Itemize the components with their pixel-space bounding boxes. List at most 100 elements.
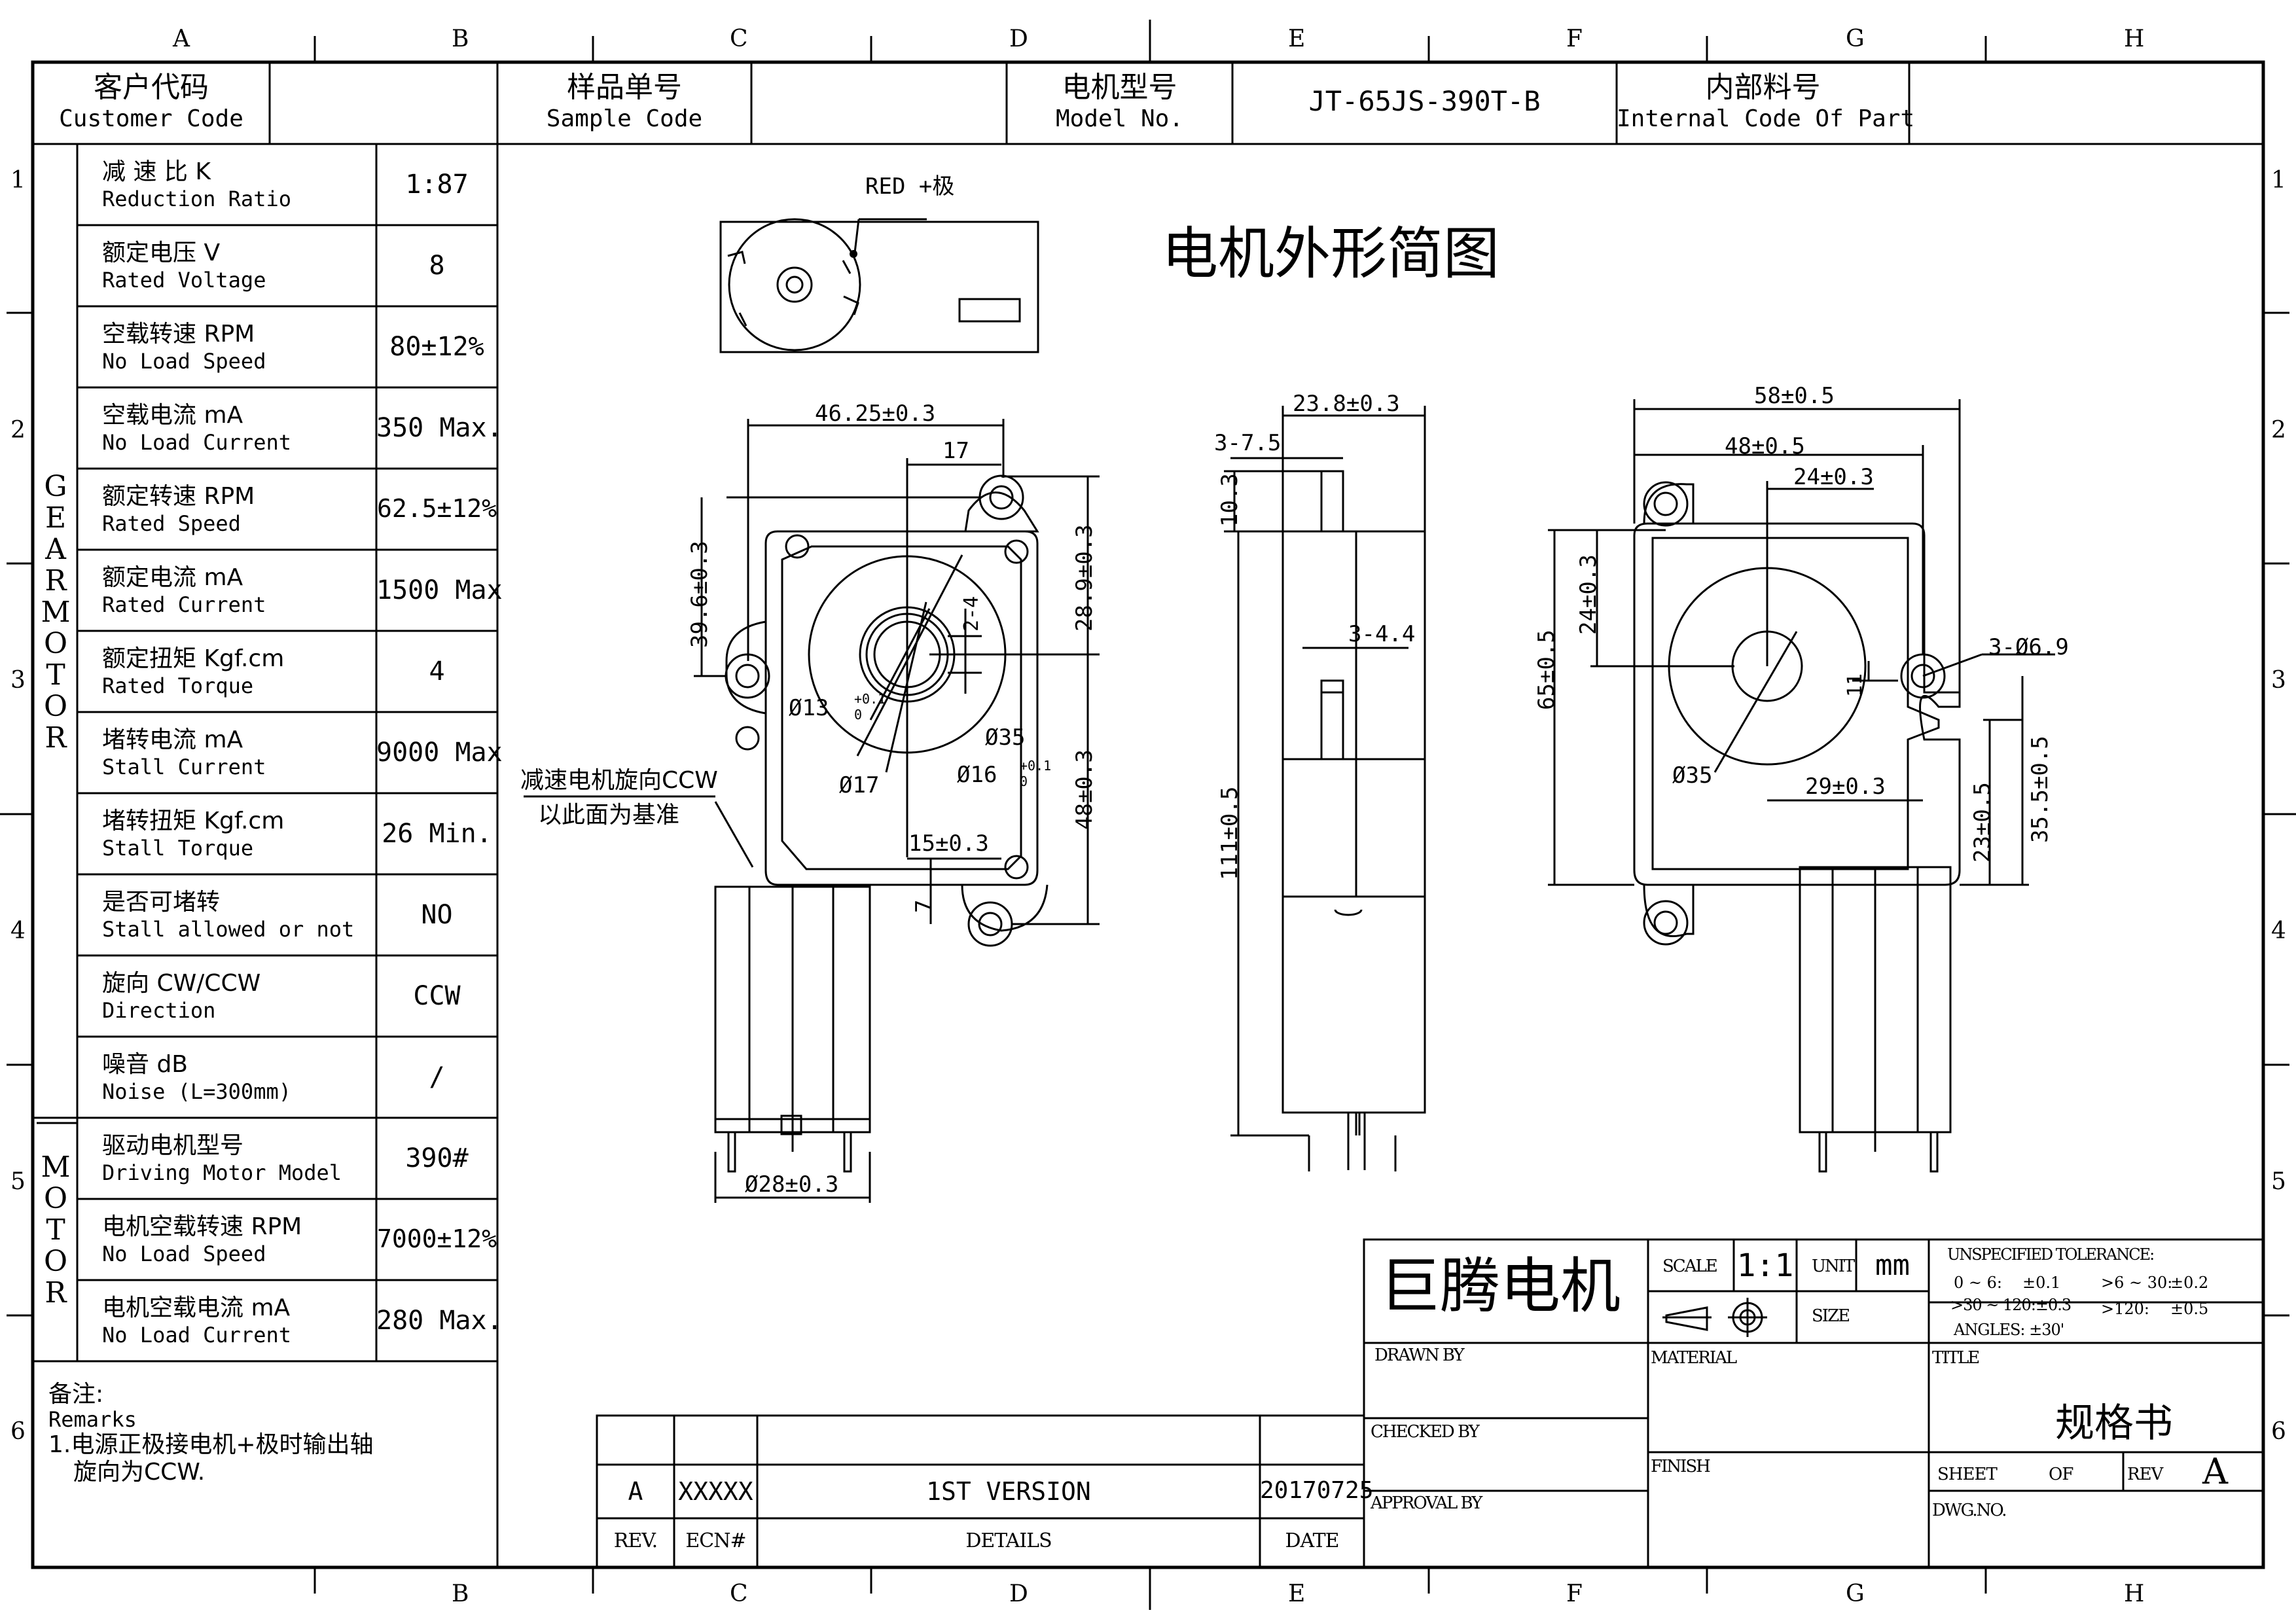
remarks-line-2: 旋向为CCW. bbox=[73, 1459, 206, 1486]
front-dim-upper: 28.9±0.3 bbox=[1071, 524, 1098, 632]
front-dim-lower: 48±0.3 bbox=[1071, 749, 1098, 830]
side-dim-flat: 3-4.4 bbox=[1348, 621, 1416, 647]
side-dim-length: 111±0.5 bbox=[1217, 786, 1243, 880]
tolerance-title: UNSPECIFIED TOLERANCE: bbox=[1947, 1245, 2155, 1264]
spec-value: 26 Min. bbox=[382, 819, 492, 849]
tolerance-angles: ANGLES: ±30' bbox=[1954, 1321, 2064, 1339]
grid-col-h-bottom: H bbox=[2124, 1580, 2145, 1607]
tolerance-value-2: ±0.2 bbox=[2170, 1274, 2209, 1292]
spec-label-en: Rated Torque bbox=[102, 673, 254, 698]
tolerance-range-3: >30 ~ 120:±0.3 bbox=[1950, 1296, 2072, 1314]
internal-code-label-en: Internal Code Of Part bbox=[1617, 105, 1915, 132]
drawing-title: 电机外形简图 bbox=[1162, 221, 1499, 287]
grid-col-d: D bbox=[1009, 26, 1028, 52]
spec-label-cn: 是否可堵转 bbox=[102, 889, 221, 916]
grid-row-4-right: 4 bbox=[2271, 918, 2286, 944]
back-dim-35: 35.5±0.5 bbox=[2027, 736, 2053, 843]
front-dim-d13: Ø13 bbox=[789, 695, 829, 721]
back-dim-d35: Ø35 bbox=[1672, 762, 1713, 789]
title-label: TITLE bbox=[1932, 1348, 1980, 1368]
spec-label-cn: 额定转速 RPM bbox=[102, 483, 255, 510]
grid-col-a: A bbox=[173, 26, 190, 52]
back-dim-height: 65±0.5 bbox=[1534, 630, 1560, 710]
spec-label-cn: 空载转速 RPM bbox=[102, 321, 255, 348]
spec-label-cn: 额定电流 mA bbox=[102, 564, 243, 591]
approval-by-label: APPROVAL BY bbox=[1371, 1493, 1482, 1513]
remarks-title-cn: 备注: bbox=[48, 1381, 104, 1408]
side-dim-width: 23.8±0.3 bbox=[1293, 391, 1400, 417]
finish-label: FINISH bbox=[1651, 1457, 1711, 1476]
front-dim-slot: 2-4 bbox=[960, 596, 983, 632]
front-dim-can-dia: Ø28±0.3 bbox=[745, 1171, 839, 1198]
tolerance-range-2: >6 ~ 30: bbox=[2101, 1274, 2173, 1292]
front-tol-d16-zero: 0 bbox=[1020, 774, 1028, 789]
spec-value: 390# bbox=[405, 1143, 469, 1173]
revision-date: 20170725 bbox=[1260, 1477, 1374, 1504]
grid-row-3: 3 bbox=[10, 667, 26, 694]
front-dim-hole-height: 39.6±0.3 bbox=[687, 541, 713, 648]
remarks-title-en: Remarks bbox=[48, 1407, 137, 1432]
spec-label-en: No Load Current bbox=[102, 1323, 291, 1347]
spec-label-en: No Load Speed bbox=[102, 1241, 266, 1266]
front-tol-d16-plus: +0.1 bbox=[1020, 758, 1052, 774]
customer-code-label-en: Customer Code bbox=[59, 105, 243, 132]
size-label: SIZE bbox=[1812, 1306, 1850, 1326]
spec-value: 350 Max. bbox=[376, 413, 503, 443]
grid-col-h: H bbox=[2124, 26, 2145, 52]
back-dim-29: 29±0.3 bbox=[1805, 774, 1886, 800]
spec-value: 1500 Max bbox=[376, 575, 503, 605]
projection-symbol-icon bbox=[1662, 1298, 1767, 1337]
sample-code-label-cn: 样品单号 bbox=[567, 71, 682, 104]
tolerance-value-4: ±0.5 bbox=[2170, 1300, 2209, 1318]
revision-ecn: XXXXX bbox=[678, 1477, 753, 1506]
spec-label-cn: 减 速 比 K bbox=[102, 158, 211, 185]
grid-row-2: 2 bbox=[10, 417, 26, 444]
rev-label: REV bbox=[2127, 1465, 2163, 1484]
grid-col-d-bottom: D bbox=[1009, 1580, 1028, 1607]
revision-header-ecn: ECN# bbox=[685, 1529, 746, 1552]
checked-by-label: CHECKED BY bbox=[1371, 1422, 1480, 1442]
spec-label-cn: 噪音 dB bbox=[102, 1051, 188, 1078]
front-dim-15: 15±0.3 bbox=[908, 830, 989, 857]
drawn-by-label: DRAWN BY bbox=[1374, 1346, 1465, 1365]
revision-header-date: DATE bbox=[1285, 1529, 1340, 1552]
front-dim-width: 46.25±0.3 bbox=[815, 401, 936, 427]
spec-label-en: Stall Current bbox=[102, 755, 266, 779]
spec-value: 280 Max. bbox=[376, 1306, 503, 1336]
grid-row-2-right: 2 bbox=[2271, 417, 2286, 444]
spec-label-cn: 电机空载电流 mA bbox=[102, 1294, 291, 1321]
grid-row-6-right: 6 bbox=[2271, 1418, 2286, 1445]
spec-value: NO bbox=[421, 900, 453, 930]
back-dim-center-offset: 24±0.3 bbox=[1793, 464, 1874, 490]
grid-row-1: 1 bbox=[10, 167, 26, 194]
spec-label-en: Stall Torque bbox=[102, 836, 254, 861]
spec-value: 62.5±12% bbox=[376, 494, 497, 523]
spec-label-cn: 额定扭矩 Kgf.cm bbox=[102, 645, 285, 672]
grid-row-5-right: 5 bbox=[2271, 1168, 2286, 1195]
grid-row-5: 5 bbox=[10, 1168, 26, 1195]
grid-row-4: 4 bbox=[10, 918, 26, 944]
grid-col-g: G bbox=[1846, 26, 1865, 52]
grid-col-f: F bbox=[1566, 26, 1583, 52]
direction-note-2: 以此面为基准 bbox=[538, 802, 680, 829]
revision-header-details: DETAILS bbox=[965, 1529, 1052, 1552]
grid-col-c: C bbox=[730, 26, 748, 52]
spec-label-en: No Load Speed bbox=[102, 349, 266, 374]
spec-label-cn: 电机空载转速 RPM bbox=[102, 1213, 302, 1240]
front-dim-d16: Ø16 bbox=[957, 762, 997, 788]
grid-col-g-bottom: G bbox=[1846, 1580, 1865, 1607]
spec-label-en: Rated Current bbox=[102, 592, 266, 617]
spec-value: 4 bbox=[429, 656, 445, 687]
model-no-label-cn: 电机型号 bbox=[1062, 71, 1177, 104]
front-dim-d35: Ø35 bbox=[985, 724, 1026, 751]
motor-section-label: MOTOR bbox=[41, 1150, 71, 1310]
remarks-line-1: 1.电源正极接电机+极时输出轴 bbox=[48, 1431, 374, 1458]
material-label: MATERIAL bbox=[1651, 1348, 1737, 1368]
revision-header-rev: REV. bbox=[613, 1529, 658, 1552]
spec-label-en: Reduction Ratio bbox=[102, 187, 291, 211]
dwg-no-label: DWG.NO. bbox=[1932, 1501, 2007, 1520]
red-terminal-label: RED +极 bbox=[865, 173, 955, 200]
spec-value: CCW bbox=[413, 981, 461, 1011]
